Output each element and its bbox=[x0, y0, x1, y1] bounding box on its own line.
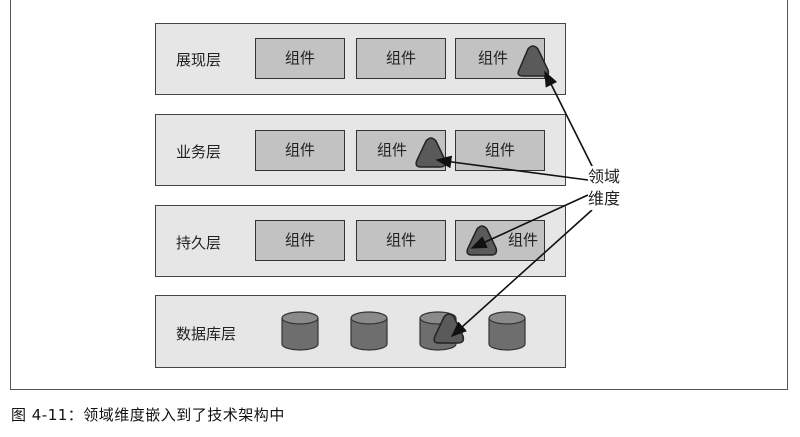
layer-label: 持久层 bbox=[176, 234, 222, 252]
arrow bbox=[470, 194, 589, 249]
domain-marker-icon bbox=[517, 45, 550, 77]
component-label: 组件 bbox=[507, 231, 538, 249]
database-cylinder bbox=[488, 311, 526, 351]
domain-label-line: 维度 bbox=[588, 189, 621, 208]
database-cylinder bbox=[281, 311, 319, 351]
domain-label-line: 领域 bbox=[588, 167, 621, 186]
component-box: 组件 bbox=[255, 220, 345, 261]
component-box: 组件 bbox=[356, 220, 446, 261]
database-cylinder bbox=[350, 311, 388, 351]
domain-dimension-label: 领域 维度 bbox=[588, 166, 621, 210]
arrow bbox=[435, 155, 589, 181]
figure-caption: 图 4-11：领域维度嵌入到了技术架构中 bbox=[11, 406, 285, 424]
domain-marker-icon bbox=[466, 225, 498, 256]
layer-label: 展现层 bbox=[176, 51, 222, 69]
domain-marker-icon bbox=[415, 137, 447, 168]
component-box: 组件 bbox=[255, 130, 345, 171]
layer-label: 业务层 bbox=[176, 143, 222, 161]
component-box: 组件 bbox=[356, 38, 446, 79]
component-label: 组件 bbox=[478, 49, 509, 67]
layer-label: 数据库层 bbox=[176, 325, 237, 343]
component-box: 组件 bbox=[255, 38, 345, 79]
arrow bbox=[544, 70, 594, 169]
component-label: 组件 bbox=[377, 141, 408, 159]
arrow bbox=[450, 209, 593, 338]
